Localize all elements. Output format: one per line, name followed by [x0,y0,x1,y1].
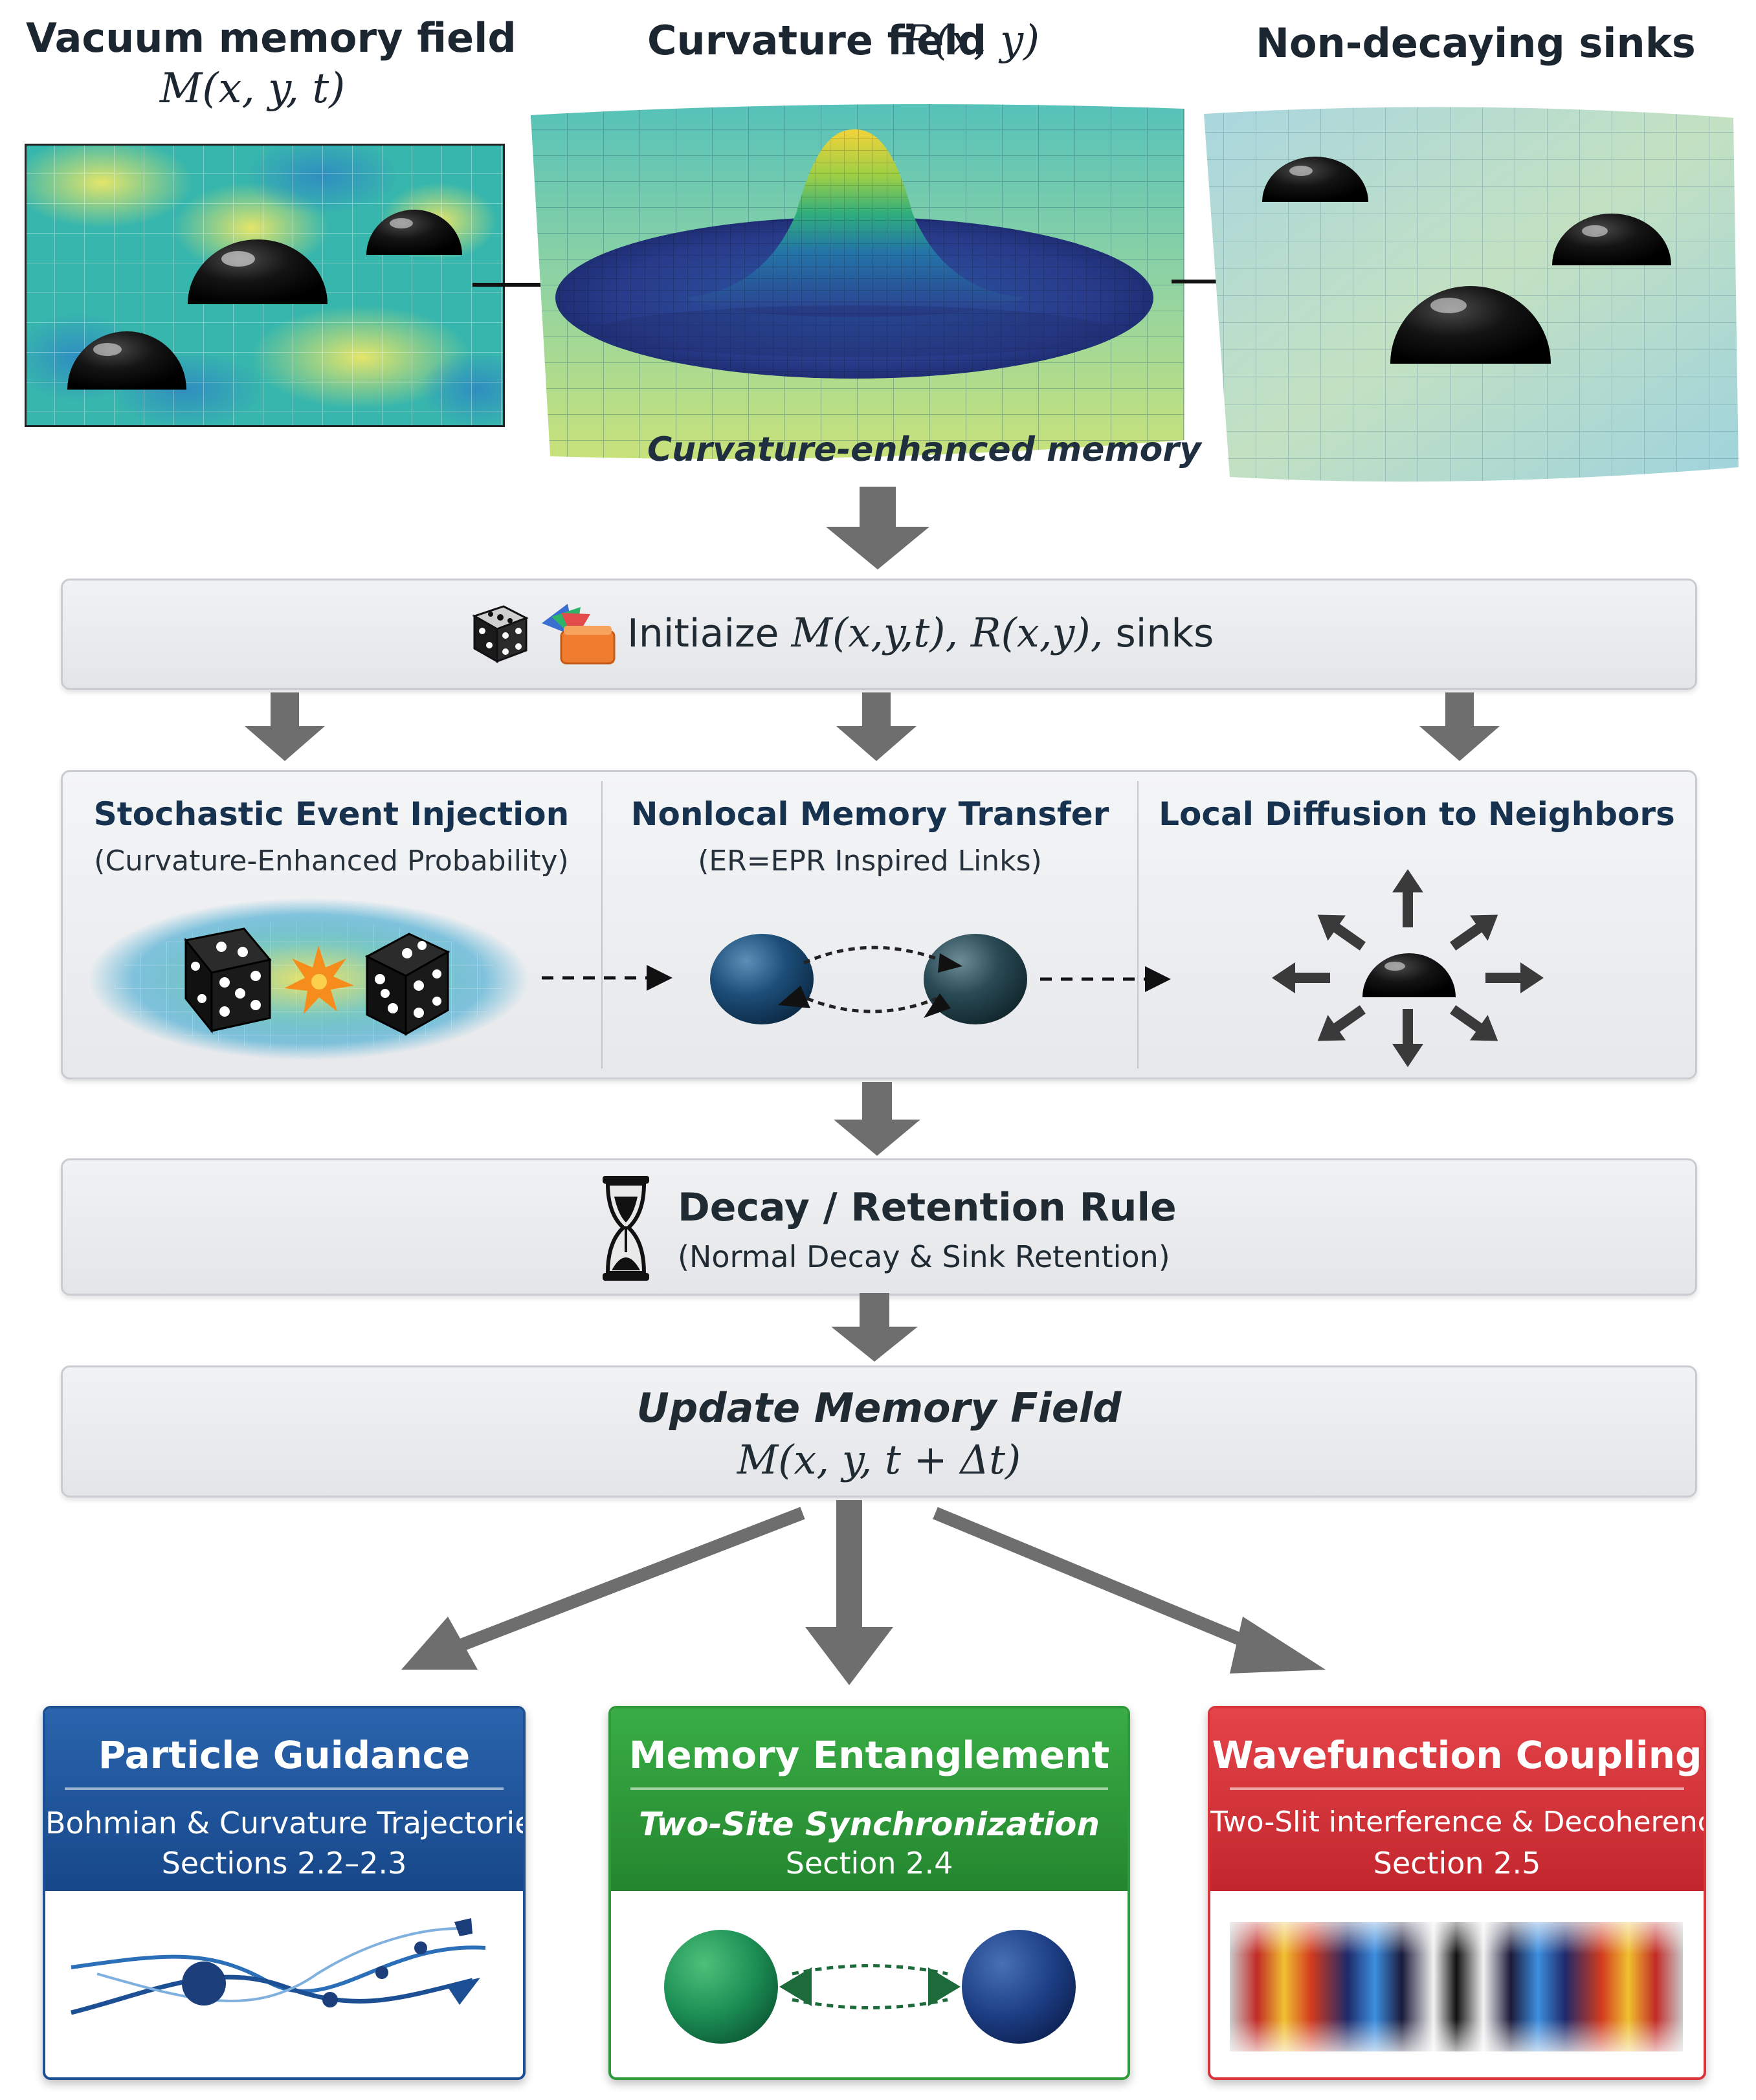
initialize-formula: M(x,y,t), R(x,y), [791,609,1104,656]
update-memory-box: Update Memory Field M(x, y, t + Δt) [61,1365,1697,1498]
panel3-title: Non-decaying sinks [1256,19,1696,67]
sink-icon [1362,953,1456,997]
step-stochastic-title: Stochastic Event Injection [93,795,570,833]
step-divider [1137,781,1139,1068]
vacuum-memory-field-panel [25,144,505,427]
arrow-icon [401,1507,805,1670]
hourglass-icon [603,1176,649,1281]
nonlocal-transfer-illustration [710,934,1171,1024]
output-arrows [401,1500,1326,1685]
decay-subtitle: (Normal Decay & Sink Retention) [678,1239,1170,1274]
initialize-box: Initiaize M(x,y,t), R(x,y), sinks [61,579,1697,690]
dice-icon [472,605,529,663]
entanglement-illustration [664,1930,1076,2044]
arrow-down-icon [1419,692,1500,761]
step-nonlocal-subtitle: (ER=EPR Inspired Links) [698,845,1042,878]
card-title: Wavefunction Coupling [1212,1733,1702,1777]
arrow-down-icon [805,1500,893,1685]
dice-icon [184,927,272,1034]
panel1-formula: M(x, y, t) [159,65,346,113]
arrow-icon [933,1507,1326,1674]
paint-bucket-icon [542,604,616,665]
process-steps-box: Stochastic Event Injection (Curvature-En… [61,770,1697,1079]
update-title: Update Memory Field [636,1384,1122,1431]
sphere-icon [664,1930,778,2044]
sphere-icon [710,934,814,1024]
update-formula: M(x, y, t + Δt) [737,1436,1021,1483]
arrow-down-icon [834,1082,920,1156]
sphere-icon [962,1930,1076,2044]
arrow-down-icon [836,692,917,761]
card-line2: Section 2.5 [1373,1846,1541,1881]
sphere-icon [924,934,1027,1024]
card-line1: Bohmian & Curvature Trajectories [45,1806,526,1840]
panel2-formula: R(x, y) [903,17,1040,65]
initialize-tail: sinks [1115,611,1214,656]
panel1-title: Vacuum memory field [26,14,517,61]
card-line1: Two-Slit interference & Decoherence [1210,1806,1706,1839]
arrow-down-icon [831,1293,918,1362]
panel2-title: Curvature field [647,17,987,64]
initialize-label: Initiaize M(x,y,t), R(x,y), sinks [627,609,1214,656]
curvature-field-panel [531,104,1184,459]
decay-retention-box: Decay / Retention Rule (Normal Decay & S… [61,1158,1697,1296]
card-title: Particle Guidance [98,1733,471,1777]
card-divider [630,1787,1108,1790]
step-diffusion-title: Local Diffusion to Neighbors [1159,795,1675,833]
wavefunction-coupling-card: Wavefunction Coupling Two-Slit interfere… [1208,1706,1706,2080]
burst-icon [284,945,354,1014]
card-divider [1230,1787,1684,1790]
card-line2: Section 2.4 [785,1846,953,1881]
card-line1: Two-Site Synchronization [639,1806,1100,1843]
card-title: Memory Entanglement [628,1733,1110,1777]
arrow-down-icon [826,487,929,569]
step-divider [601,781,603,1068]
stochastic-injection-illustration [89,898,672,1060]
panel2-caption: Curvature-enhanced memory [647,430,1201,469]
dice-icon [364,933,450,1036]
step-stochastic-subtitle: (Curvature-Enhanced Probability) [94,845,569,878]
card-line2: Sections 2.2–2.3 [161,1846,407,1881]
decay-title: Decay / Retention Rule [678,1185,1177,1230]
initialize-text: Initiaize [627,611,779,656]
trajectories-illustration [71,1918,486,2015]
arrow-down-icon [245,692,325,761]
card-header [1210,1708,1704,1891]
step-nonlocal-title: Nonlocal Memory Transfer [630,795,1109,833]
non-decaying-sinks-panel [1204,107,1739,482]
memory-entanglement-card: Memory Entanglement Two-Site Synchroniza… [608,1706,1130,2080]
interference-pattern-illustration [1230,1922,1683,2051]
card-header [45,1708,523,1891]
card-header [611,1708,1128,1891]
card-divider [65,1787,504,1790]
local-diffusion-illustration [1272,869,1544,1067]
particle-guidance-card: Particle Guidance Bohmian & Curvature Tr… [43,1706,526,2080]
